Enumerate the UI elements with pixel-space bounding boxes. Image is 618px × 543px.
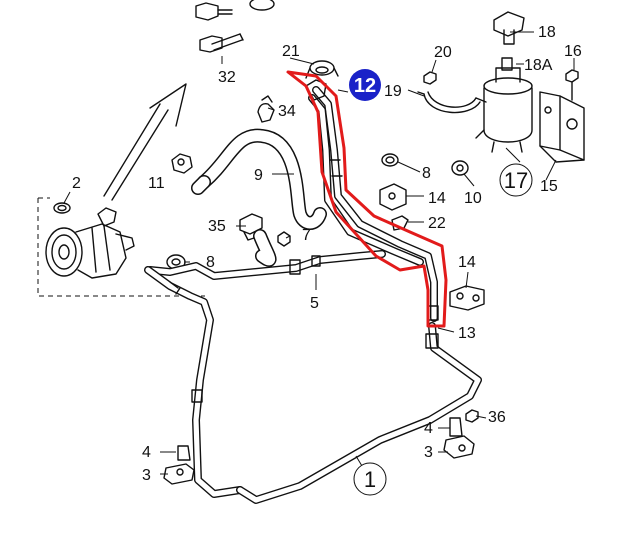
callout-21: 21	[282, 43, 300, 60]
callout-11: 11	[148, 175, 165, 192]
dipstick-18a	[501, 57, 513, 71]
cap-18	[493, 11, 525, 45]
nut-10	[451, 160, 469, 176]
callout-14-top: 14	[428, 190, 446, 207]
callout-20: 20	[434, 44, 452, 61]
callout-1-circle: 1	[353, 462, 387, 496]
callout-1: 1	[364, 467, 376, 492]
bolt-top	[195, 0, 275, 21]
callout-8-lower: 8	[206, 254, 215, 271]
callout-2: 2	[72, 175, 81, 192]
bolt-32	[199, 33, 244, 53]
callout-3-left: 3	[142, 467, 151, 484]
callout-10: 10	[464, 190, 482, 207]
leader-lines	[160, 31, 575, 475]
clamp-3-right	[443, 435, 475, 459]
nut-36	[465, 409, 479, 423]
mount-14-top	[379, 183, 407, 211]
grommet-4-left	[177, 445, 191, 461]
bracket-15	[539, 91, 585, 163]
pressure-hose-12	[308, 86, 439, 322]
callout-18a: 18A	[524, 57, 553, 74]
callout-13: 13	[458, 325, 476, 342]
callout-4-right: 4	[424, 420, 433, 437]
fitting-11	[171, 153, 193, 174]
callout-36: 36	[488, 409, 506, 426]
clamp-8-top	[381, 153, 399, 167]
callout-32: 32	[218, 69, 236, 86]
callout-5: 5	[310, 295, 319, 312]
pipe-1	[236, 322, 482, 504]
nut-20	[423, 71, 437, 85]
callout-16: 16	[564, 43, 582, 60]
callout-18: 18	[538, 24, 556, 41]
clamp-35	[239, 213, 263, 241]
clamp-3-left	[163, 463, 195, 485]
callout-3-right: 3	[424, 444, 433, 461]
strap-19	[417, 91, 487, 114]
callout-19: 19	[384, 83, 402, 100]
bolt-16	[565, 69, 579, 101]
clamp-21	[305, 60, 339, 79]
callout-14-lower: 14	[458, 254, 476, 271]
callout-9: 9	[254, 167, 263, 184]
clip-7	[277, 231, 291, 247]
callout-7: 7	[302, 227, 311, 244]
seal-ring-2	[53, 191, 71, 214]
location-pointer	[103, 83, 187, 201]
callout-22: 22	[428, 215, 446, 232]
callout-34: 34	[278, 103, 296, 120]
callout-12: 12	[354, 75, 376, 97]
pipe-left	[144, 266, 244, 498]
callout-15: 15	[540, 178, 558, 195]
reservoir-17	[475, 67, 533, 153]
clip-34	[257, 95, 275, 123]
return-hose-lower	[253, 229, 277, 267]
return-hose-9	[191, 128, 327, 230]
callout-4-left: 4	[142, 444, 151, 461]
highlight-outline-12	[286, 70, 448, 328]
callout-17: 17	[504, 168, 528, 193]
badge-12: 12	[349, 69, 381, 101]
clip-22	[391, 215, 409, 231]
callout-35: 35	[208, 218, 226, 235]
callout-17-circle: 17	[499, 163, 533, 197]
callout-8-top: 8	[422, 165, 431, 182]
pipe-5	[146, 250, 386, 280]
power-steering-pump	[45, 207, 135, 279]
pump-group-box	[37, 197, 205, 297]
